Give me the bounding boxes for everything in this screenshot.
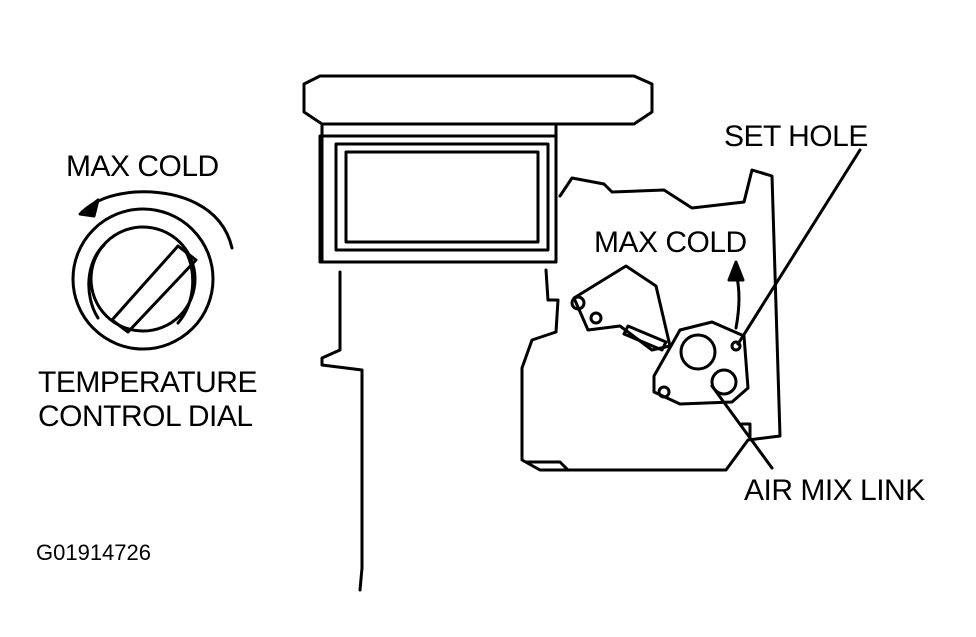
temperature-control-dial — [71, 190, 234, 351]
link-plate-hole-small — [657, 385, 671, 399]
case-duct-inner — [344, 150, 540, 244]
max-cold-dial-label: MAX COLD — [66, 150, 219, 183]
max-cold-link-label: MAX COLD — [594, 226, 747, 259]
link-slot — [622, 324, 668, 352]
dial-arrowhead — [78, 198, 100, 218]
case-bottom-right — [524, 460, 570, 472]
temperature-label-line2: CONTROL DIAL — [38, 400, 253, 433]
case-duct-opening — [334, 142, 550, 252]
figure-id: G01914726 — [36, 540, 151, 565]
dial-knob — [89, 225, 197, 333]
case-lower-edge — [358, 566, 364, 592]
dial-pointer-bar — [110, 244, 198, 334]
link-arm-hole — [589, 311, 603, 325]
air-mix-link-leader — [710, 384, 774, 470]
air-mix-link-label: AIR MIX LINK — [744, 474, 925, 507]
link-plate-hole-lower — [710, 368, 738, 396]
link-arm-pivot — [570, 295, 586, 311]
case-left-wall — [320, 270, 364, 570]
case-right-block — [520, 168, 782, 472]
case-duct-frame — [318, 134, 558, 264]
case-top-cap — [302, 74, 654, 126]
air-mix-link-mechanism — [570, 260, 750, 406]
link-plate-large-hole — [679, 333, 717, 371]
dial-outer-ring — [71, 207, 215, 351]
set-hole — [730, 340, 742, 352]
case-tab-right — [740, 422, 752, 438]
max-cold-link-arrowhead — [727, 260, 745, 282]
heater-case — [302, 74, 782, 592]
dial-inner-arc-right — [176, 250, 195, 325]
set-hole-leader — [736, 148, 862, 346]
set-hole-label: SET HOLE — [724, 120, 868, 153]
temperature-label-line1: TEMPERATURE — [38, 366, 257, 399]
